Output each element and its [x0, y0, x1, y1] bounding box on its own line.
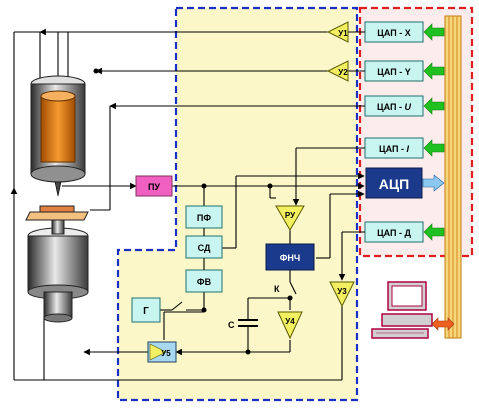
- adc-block: АЦП: [365, 167, 423, 199]
- pf-block: ПФ: [185, 205, 223, 229]
- dac-i-label: ЦАП - I: [379, 144, 409, 154]
- dac-d-block: ЦАП - Д: [364, 221, 424, 243]
- amp-u3-label: У3: [337, 287, 347, 296]
- fnch-label: ФНЧ: [280, 253, 301, 263]
- amp-u2-label: У2: [338, 68, 348, 77]
- dac-y-label: ЦАП - Y: [377, 67, 410, 77]
- dac-x-label: ЦАП - X: [377, 28, 410, 38]
- signal-lines: [10, 28, 365, 381]
- fv-label: ФВ: [197, 277, 212, 287]
- fnch-block: ФНЧ: [265, 243, 315, 271]
- tip-icon: [54, 181, 62, 197]
- green-arrow-icon: [423, 62, 445, 80]
- g-label: Г: [143, 306, 149, 317]
- amp-u5-label: У5: [161, 349, 171, 358]
- green-arrow-icon: [423, 139, 445, 157]
- bus-to-dac-arrows: [423, 23, 445, 241]
- amp-u1-label: У1: [338, 29, 348, 38]
- dac-x-block: ЦАП - X: [364, 21, 424, 43]
- amp-ru-label: РУ: [285, 211, 296, 220]
- dac-u-block: ЦАП - U: [364, 95, 424, 117]
- sd-block: СД: [185, 235, 223, 259]
- capacitor-c-label: С: [228, 320, 235, 330]
- pu-block: ПУ: [135, 175, 173, 197]
- computer-icon: [371, 281, 433, 339]
- control-region: [116, 6, 359, 402]
- g-block: Г: [131, 297, 161, 323]
- switch-k-label: К: [274, 284, 280, 294]
- amp-u4-label: У4: [285, 317, 295, 326]
- green-arrow-icon: [423, 97, 445, 115]
- pu-label: ПУ: [148, 182, 160, 192]
- dac-u-label: ЦАП - U: [377, 102, 411, 112]
- dac-i-block: ЦАП - I: [364, 137, 424, 159]
- sample-icon: [25, 211, 89, 221]
- green-arrow-icon: [423, 223, 445, 241]
- data-bus: [444, 15, 462, 339]
- amp-u3: У3: [329, 281, 355, 308]
- dac-d-label: ЦАП - Д: [377, 228, 411, 238]
- computer-bus-double-arrow-icon: [431, 317, 455, 331]
- fv-block: ФВ: [185, 269, 223, 293]
- sd-label: СД: [198, 243, 211, 253]
- adc-to-bus-arrow-icon: [422, 174, 445, 192]
- amp-u1: У1: [326, 21, 349, 43]
- adc-label: АЦП: [379, 176, 409, 192]
- scanner-head: [25, 75, 89, 323]
- dac-y-block: ЦАП - Y: [364, 60, 424, 82]
- amp-u4: У4: [277, 311, 303, 340]
- amp-ru: РУ: [275, 205, 305, 231]
- amp-u5: У5: [147, 341, 177, 363]
- amp-u2: У2: [326, 60, 349, 82]
- green-arrow-icon: [423, 23, 445, 41]
- pf-label: ПФ: [197, 213, 211, 223]
